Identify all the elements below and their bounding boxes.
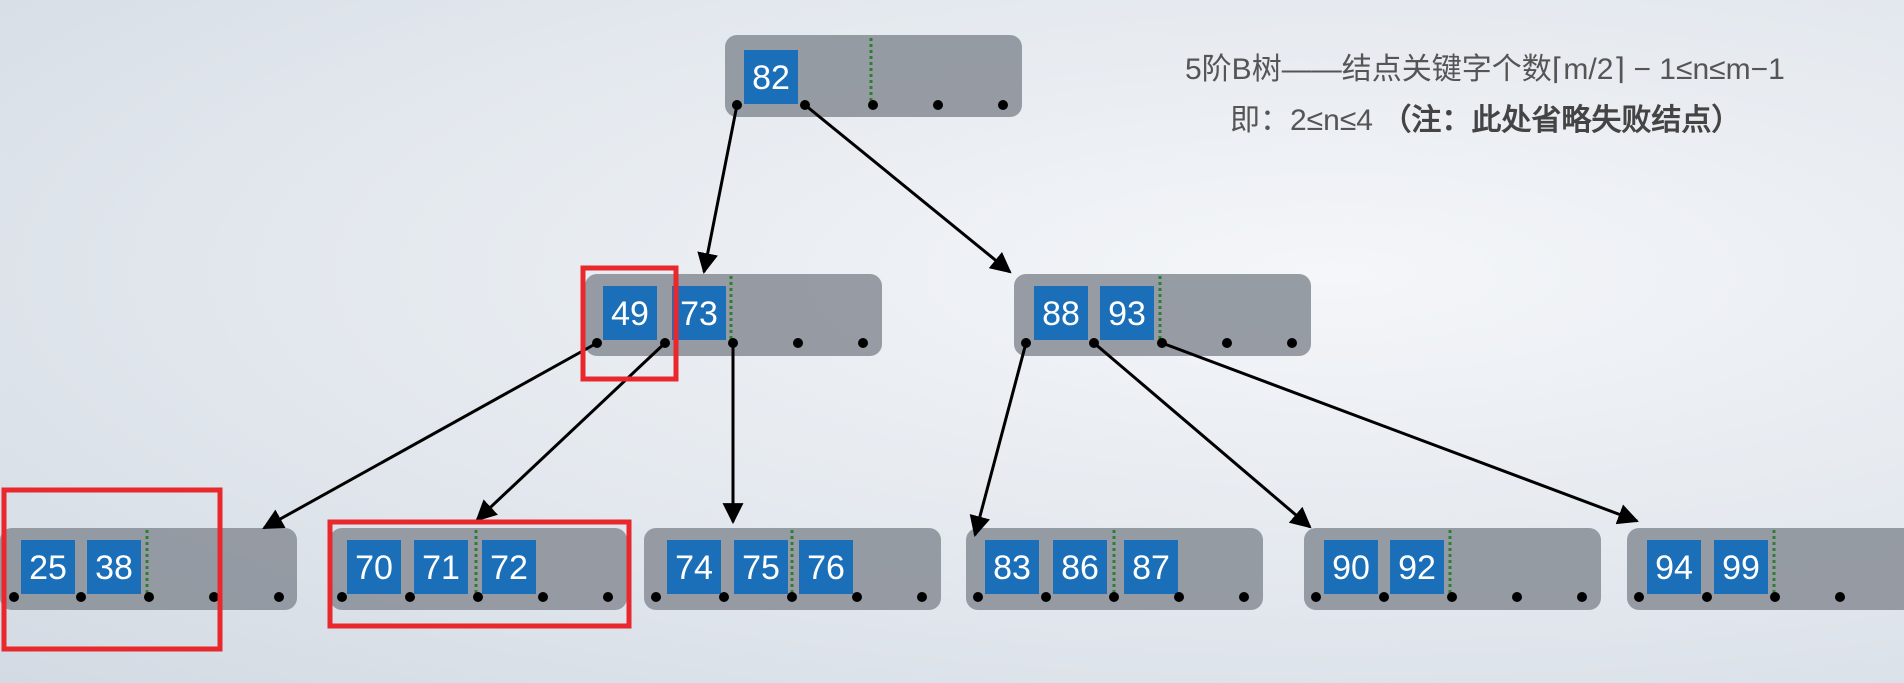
key-94: 94 — [1655, 549, 1693, 587]
key-73: 73 — [680, 295, 718, 333]
caption-line-2: 即：2≤n≤4 （注：此处省略失败结点） — [1230, 95, 1904, 139]
edge-88-to-83-87 — [969, 342, 1028, 538]
node-94-99: 94 99 — [1627, 528, 1904, 610]
key-83: 83 — [993, 549, 1031, 587]
key-76: 76 — [807, 549, 845, 587]
key-82: 82 — [752, 59, 790, 97]
key-70: 70 — [355, 549, 393, 587]
highlight-key-49 — [580, 265, 679, 382]
node-49-73: 49 73 — [585, 274, 882, 356]
edge-root-to-88-93 — [804, 103, 1012, 274]
key-90: 90 — [1332, 549, 1370, 587]
key-92: 92 — [1398, 549, 1436, 587]
node-74-75-76: 74 75 76 — [644, 528, 941, 610]
key-88: 88 — [1042, 295, 1080, 333]
node-25-38: 25 38 — [0, 528, 297, 610]
key-71: 71 — [422, 549, 460, 587]
key-87: 87 — [1132, 549, 1170, 587]
node-70-71-72: 70 71 72 — [330, 528, 627, 610]
key-49: 49 — [611, 295, 649, 333]
highlight-node-25-38 — [1, 487, 223, 652]
key-75: 75 — [742, 549, 780, 587]
key-86: 86 — [1061, 549, 1099, 587]
caption-line-1: 5阶B树——结点关键字个数⌈m/2⌉ − 1≤n≤m−1 — [1185, 53, 1785, 86]
edges — [262, 103, 1639, 538]
node-90-92: 90 92 — [1304, 528, 1601, 610]
edge-49-to-25-38 — [262, 341, 598, 530]
highlight-node-70-71-72 — [327, 519, 632, 629]
key-74: 74 — [675, 549, 713, 587]
highlights — [1, 265, 679, 652]
key-72: 72 — [490, 549, 528, 587]
edge-49-73-to-70-72 — [475, 341, 667, 522]
key-38: 38 — [95, 549, 133, 587]
edge-88-93-to-90-92 — [1093, 341, 1312, 529]
key-25: 25 — [29, 549, 67, 587]
edge-root-to-49-73 — [697, 104, 739, 275]
key-93: 93 — [1108, 295, 1146, 333]
node-root: 82 — [725, 35, 1022, 117]
node-88-93: 88 93 — [1014, 274, 1311, 356]
caption-condition: 即：2≤n≤4 — [1230, 104, 1382, 137]
caption-note: （注：此处省略失败结点） — [1381, 104, 1742, 137]
node-83-86-87: 83 86 87 — [966, 528, 1263, 610]
edge-93-to-94-99 — [1161, 341, 1639, 525]
key-99: 99 — [1722, 549, 1760, 587]
